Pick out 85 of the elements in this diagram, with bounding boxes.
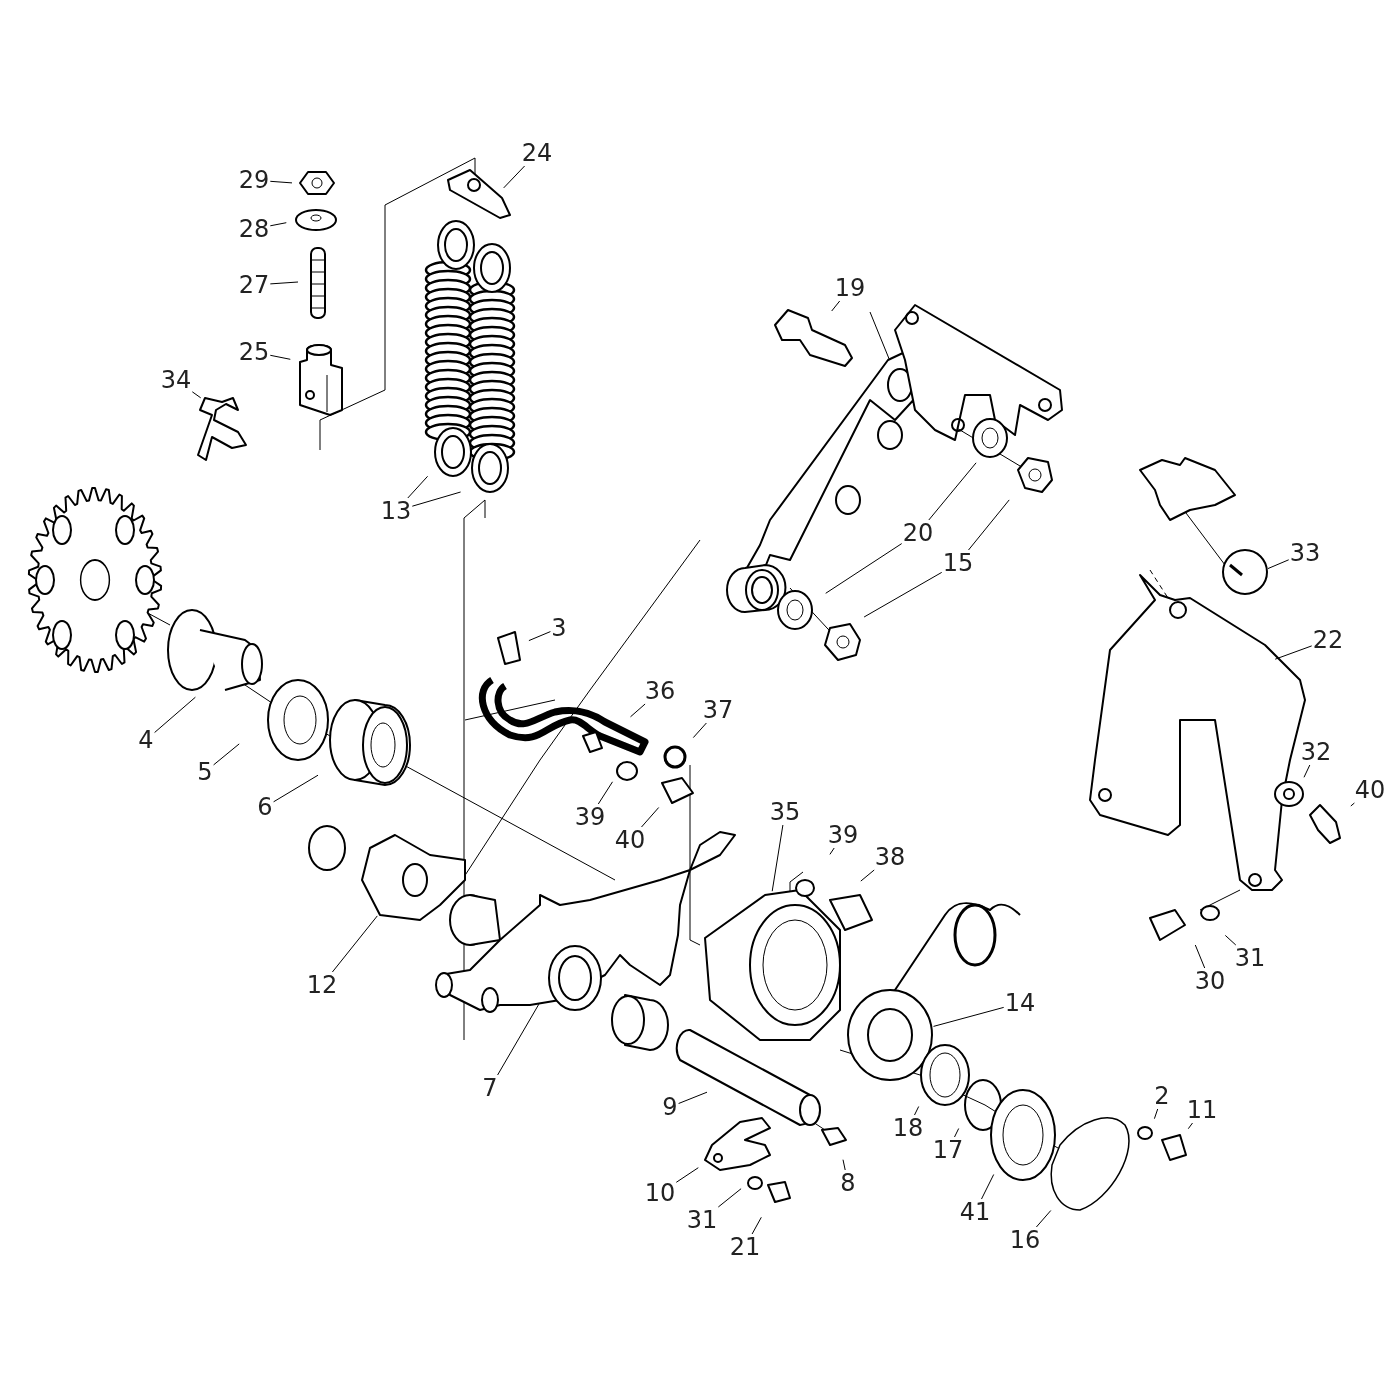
callout-number: 14	[1003, 990, 1037, 1016]
leader-line	[1224, 934, 1237, 946]
callout-number: 41	[958, 1199, 992, 1225]
callout-number: 18	[891, 1115, 925, 1141]
leader-line	[411, 491, 462, 507]
callout-number: 39	[826, 822, 860, 848]
leader-line	[675, 1167, 699, 1183]
callout-number: 3	[550, 615, 568, 641]
callout-number: 13	[379, 498, 413, 524]
leader-line	[771, 824, 784, 892]
leader-line	[954, 1128, 960, 1138]
callout-number: 4	[137, 727, 155, 753]
leader-line	[1035, 1210, 1052, 1228]
callout-number: 32	[1299, 739, 1333, 765]
callout-number: 40	[1353, 777, 1387, 803]
callout-number: 15	[941, 550, 975, 576]
leader-line	[597, 781, 613, 805]
callout-number: 10	[643, 1180, 677, 1206]
callout-number: 16	[1008, 1227, 1042, 1253]
callout-number: 40	[613, 827, 647, 853]
callout-number: 29	[237, 167, 271, 193]
callout-number: 31	[685, 1207, 719, 1233]
callout-number: 9	[661, 1094, 679, 1120]
leader-line	[863, 571, 943, 618]
callout-number: 33	[1288, 540, 1322, 566]
leader-line	[273, 774, 319, 803]
leader-line	[842, 1159, 846, 1171]
leader-line	[825, 543, 903, 594]
leader-line	[630, 703, 646, 718]
leader-line	[829, 847, 835, 855]
leader-line	[269, 281, 299, 285]
leader-line	[981, 1174, 995, 1200]
leader-line	[213, 743, 240, 766]
leader-line	[1267, 559, 1290, 570]
callout-number: 27	[237, 272, 271, 298]
leader-line	[968, 499, 1010, 551]
leader-line	[191, 391, 202, 399]
callout-number: 37	[701, 697, 735, 723]
leader-line	[497, 1003, 540, 1076]
leader-line	[1187, 1122, 1193, 1130]
callout-number: 35	[768, 799, 802, 825]
callout-number: 25	[237, 339, 271, 365]
callout-number: 8	[839, 1170, 857, 1196]
leader-line	[751, 1216, 762, 1235]
callout-number: 12	[305, 972, 339, 998]
callout-number: 6	[256, 794, 274, 820]
leader-line	[717, 1188, 742, 1208]
callout-number: 17	[931, 1137, 965, 1163]
callout-number: 7	[481, 1075, 499, 1101]
callout-number: 30	[1193, 968, 1227, 994]
callout-number: 28	[237, 216, 271, 242]
leader-line	[1350, 802, 1355, 807]
leader-line	[1194, 944, 1206, 969]
leader-line	[503, 165, 526, 189]
leader-line	[154, 696, 196, 733]
leader-line	[269, 354, 291, 360]
callout-number: 39	[573, 804, 607, 830]
leader-line	[914, 1106, 920, 1116]
leader-line	[928, 462, 977, 521]
leader-line	[933, 1006, 1005, 1027]
leader-line	[641, 807, 660, 828]
leader-line	[1274, 645, 1313, 660]
callout-number: 22	[1311, 627, 1345, 653]
callout-number: 34	[159, 367, 193, 393]
leader-line	[692, 722, 707, 739]
callout-number: 21	[728, 1234, 762, 1260]
callout-number: 19	[833, 275, 867, 301]
callout-number: 11	[1185, 1097, 1219, 1123]
leader-line	[1153, 1108, 1159, 1120]
callout-number: 24	[520, 140, 554, 166]
leader-line	[1303, 764, 1311, 778]
leader-line	[269, 222, 287, 227]
leader-line	[678, 1091, 708, 1104]
leader-line	[860, 869, 875, 882]
leader-line	[528, 631, 551, 642]
callout-number: 2	[1153, 1083, 1171, 1109]
leader-line	[269, 180, 293, 184]
leader-line	[331, 915, 378, 973]
leader-line	[831, 300, 841, 312]
callout-number: 38	[873, 844, 907, 870]
callout-number: 5	[196, 759, 214, 785]
leader-line	[407, 475, 429, 499]
callout-number: 20	[901, 520, 935, 546]
callout-number: 31	[1233, 945, 1267, 971]
callout-number: 36	[643, 678, 677, 704]
